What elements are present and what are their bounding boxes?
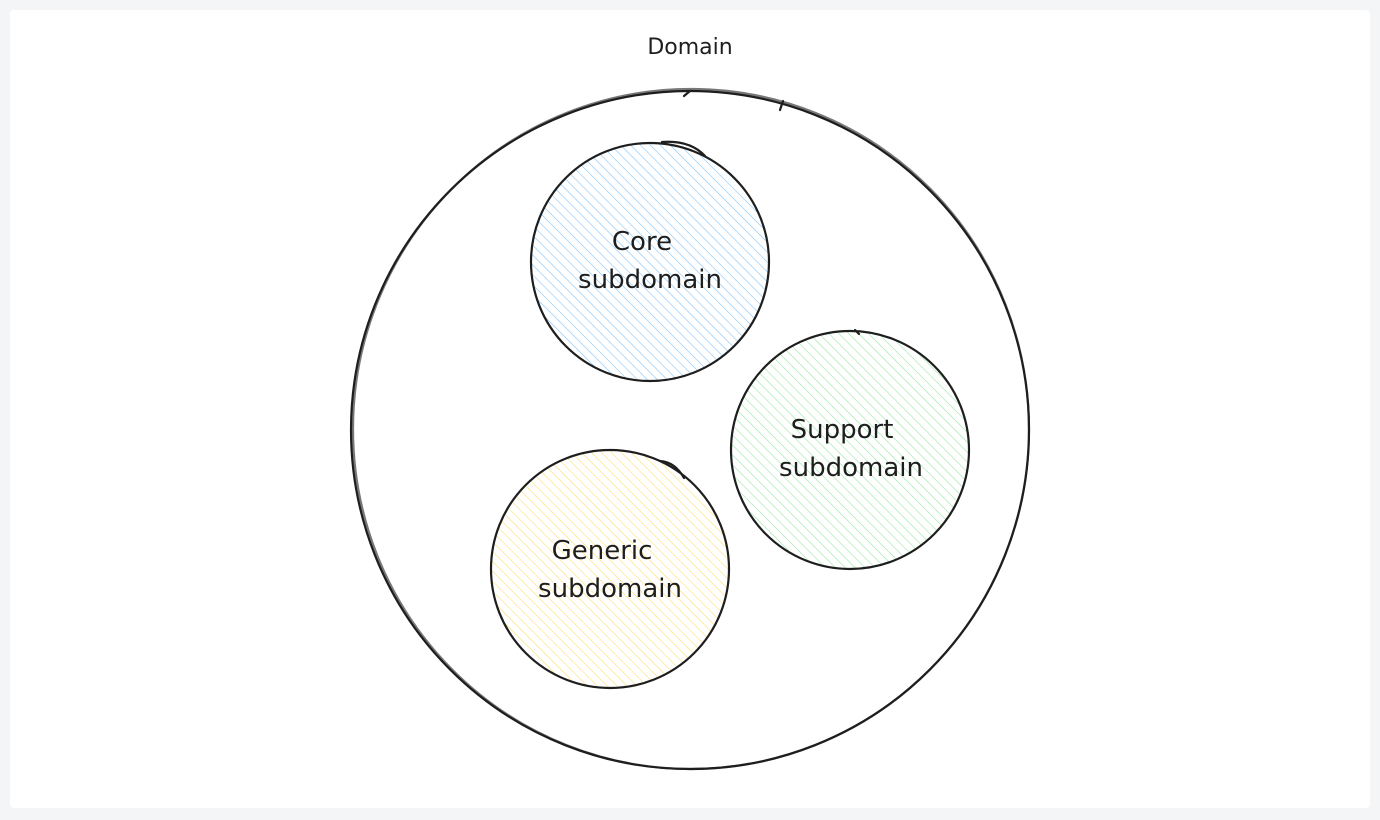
generic-subdomain-label-line1: Generic [552,536,653,566]
generic-subdomain-outline [489,448,731,690]
core-subdomain-fill [531,143,769,381]
core-subdomain-outline [529,141,771,383]
support-subdomain-outline [729,329,971,571]
domain-title: Domain [647,35,732,60]
support-subdomain-label-line1: Support [791,415,894,445]
core-subdomain[interactable]: Core subdomain [529,140,771,383]
domain-circle[interactable] [349,87,1031,771]
support-subdomain-fill [731,331,969,569]
generic-subdomain-fill [491,450,729,688]
core-subdomain-label-line2: subdomain [578,265,722,295]
diagram-canvas [10,10,1370,808]
generic-subdomain-label-line2: subdomain [538,574,682,604]
core-subdomain-label-line1: Core [612,227,672,257]
support-subdomain-label-line2: subdomain [779,453,923,483]
support-subdomain[interactable]: Support subdomain [729,328,971,571]
generic-subdomain[interactable]: Generic subdomain [489,448,731,690]
